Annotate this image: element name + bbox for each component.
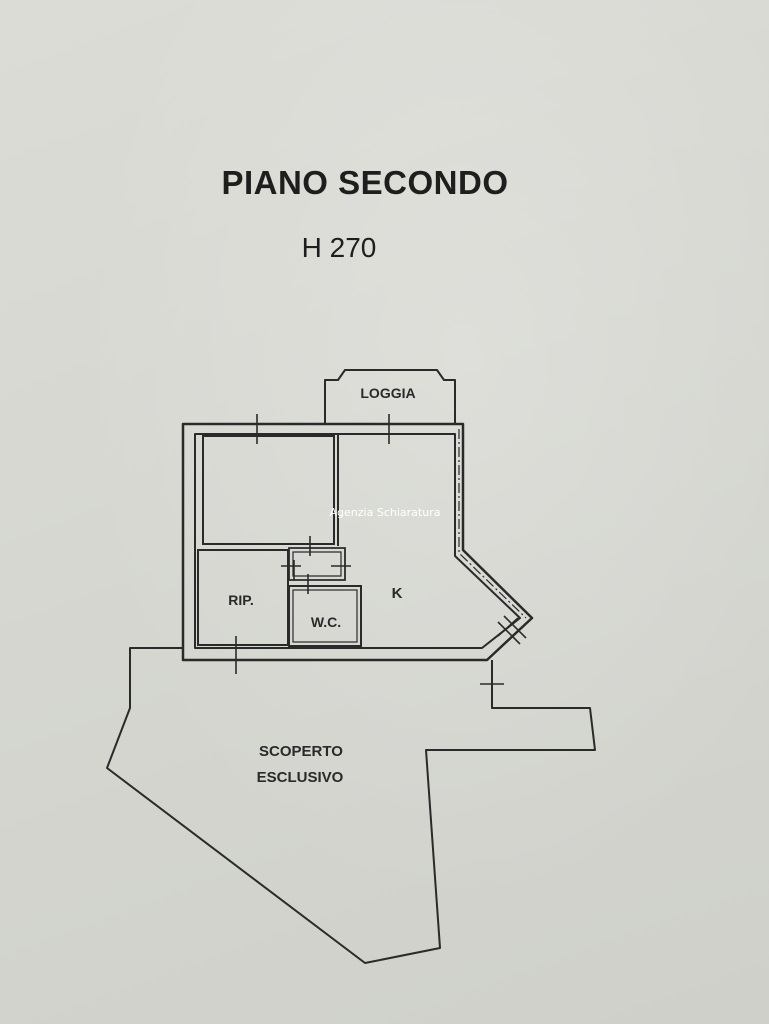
watermark-text: Agenzia Schiaratura bbox=[330, 506, 441, 519]
room-bedroom bbox=[202, 435, 335, 545]
ceiling-height-label: H 270 bbox=[301, 232, 377, 263]
window-top-right bbox=[374, 414, 404, 444]
window-bottom-rip bbox=[224, 636, 250, 674]
loggia-outline bbox=[324, 369, 456, 423]
label-ripostiglio: RIP. bbox=[228, 592, 253, 608]
kitchen-facade-dashdot bbox=[458, 429, 527, 619]
outdoor-area-outline bbox=[106, 647, 596, 964]
label-loggia: LOGGIA bbox=[360, 385, 415, 401]
window-bottom-wc bbox=[326, 647, 350, 661]
door-ticks-corridor bbox=[281, 536, 351, 594]
door-kitchen-corner bbox=[497, 615, 527, 645]
label-kitchen: K bbox=[392, 585, 403, 602]
label-outdoor-line2: ESCLUSIVO bbox=[257, 769, 344, 786]
label-outdoor-line1: SCOPERTO bbox=[259, 743, 343, 760]
room-wc-inner bbox=[292, 589, 358, 643]
corridor-box bbox=[288, 547, 346, 581]
apartment-outer-wall bbox=[181, 422, 534, 662]
window-top-left bbox=[242, 414, 272, 444]
window-bottom-kitchen bbox=[436, 647, 466, 661]
label-wc: W.C. bbox=[311, 614, 341, 630]
floor-title: PIANO SECONDO bbox=[221, 164, 509, 201]
apartment-inner-wall bbox=[194, 433, 521, 649]
corridor-inner bbox=[292, 551, 342, 577]
